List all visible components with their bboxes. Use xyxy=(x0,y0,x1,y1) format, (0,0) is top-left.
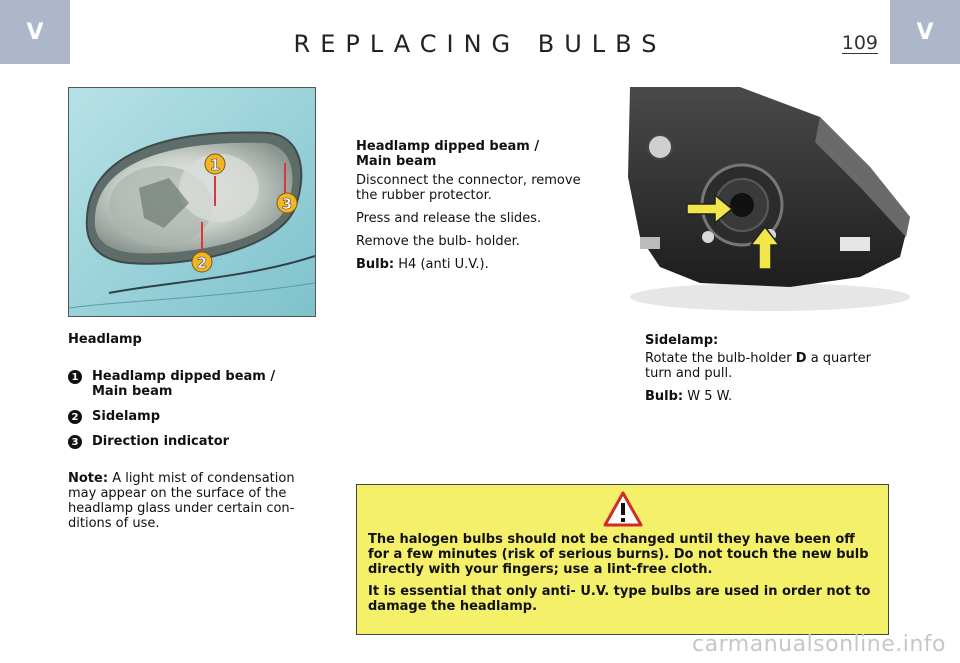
dipped-beam-title-line2: Main beam xyxy=(356,154,437,169)
sidelamp-bulb: Bulb: W 5 W. xyxy=(645,389,895,404)
headlamp-unit-illustration xyxy=(620,87,912,315)
callout-2: 2 xyxy=(191,251,213,273)
warning-paragraph-1: The halogen bulbs should not be changed … xyxy=(368,532,869,577)
bulb-label: Bulb: xyxy=(356,257,395,272)
legend-item-label: Direction indicator xyxy=(92,434,230,449)
headlamp-unit-photo xyxy=(620,87,912,315)
sidelamp-title: Sidelamp: xyxy=(645,333,719,348)
bulb-label: Bulb: xyxy=(645,389,684,404)
sidelamp-section: Sidelamp: Rotate the bulb-holder D a qua… xyxy=(645,333,895,412)
legend-item-label: Headlamp dipped beam / Main beam xyxy=(92,369,276,399)
dipped-beam-step-1: Disconnect the connector, remove the rub… xyxy=(356,173,581,203)
warning-text: The halogen bulbs should not be changed … xyxy=(368,532,880,621)
bulb-value: H4 (anti U.V.). xyxy=(398,257,489,272)
warning-box: The halogen bulbs should not be changed … xyxy=(356,484,889,635)
sidelamp-instructions: Rotate the bulb-holder D a quarter turn … xyxy=(645,351,872,381)
chapter-letter-left: V xyxy=(26,19,44,45)
note-text: A light mist of condensation may appear … xyxy=(68,471,295,531)
svg-text:2: 2 xyxy=(197,254,207,272)
number-2-icon: 2 xyxy=(68,410,82,424)
legend-title: Headlamp xyxy=(68,332,142,347)
dipped-beam-step-3: Remove the bulb- holder. xyxy=(356,234,520,249)
svg-text:3: 3 xyxy=(282,195,292,213)
dipped-beam-section: Headlamp dipped beam / Main beam Disconn… xyxy=(356,139,606,280)
legend-item-2: 2 Sidelamp xyxy=(68,409,320,424)
dipped-beam-title-line1: Headlamp dipped beam / xyxy=(356,139,540,154)
callout-3: 3 xyxy=(276,192,298,214)
number-3-icon: 3 xyxy=(68,435,82,449)
holder-letter: D xyxy=(795,351,807,366)
legend-item-label: Sidelamp xyxy=(92,409,161,424)
chapter-tab-left: V xyxy=(0,0,70,64)
bulb-value: W 5 W. xyxy=(687,389,733,404)
dipped-beam-bulb: Bulb: H4 (anti U.V.). xyxy=(356,257,606,272)
note-label: Note: xyxy=(68,471,109,486)
warning-triangle-icon xyxy=(603,491,643,527)
legend-item-1: 1 Headlamp dipped beam / Main beam xyxy=(68,369,320,399)
condensation-note: Note: A light mist of condensation may a… xyxy=(68,471,320,531)
warning-paragraph-2: It is essential that only anti- U.V. typ… xyxy=(368,584,871,614)
callout-1: 1 xyxy=(204,153,226,175)
page-title: REPLACING BULBS xyxy=(293,30,667,58)
chapter-letter-right: V xyxy=(916,19,934,45)
arrow-up-icon xyxy=(749,225,781,270)
dipped-beam-title: Headlamp dipped beam / Main beam xyxy=(356,139,606,169)
headlamp-legend: Headlamp 1 Headlamp dipped beam / Main b… xyxy=(68,332,320,539)
headlamp-photo: 1 3 2 xyxy=(68,87,316,317)
arrow-right-icon xyxy=(686,193,734,225)
svg-text:1: 1 xyxy=(210,156,220,174)
page-number: 109 xyxy=(841,32,878,54)
chapter-tab-right: V xyxy=(890,0,960,64)
dipped-beam-step-2: Press and release the slides. xyxy=(356,211,542,226)
headlamp-illustration: 1 3 2 xyxy=(69,88,315,316)
number-1-icon: 1 xyxy=(68,370,82,384)
watermark: carmanualsonline.info xyxy=(692,632,946,657)
legend-item-3: 3 Direction indicator xyxy=(68,434,320,449)
